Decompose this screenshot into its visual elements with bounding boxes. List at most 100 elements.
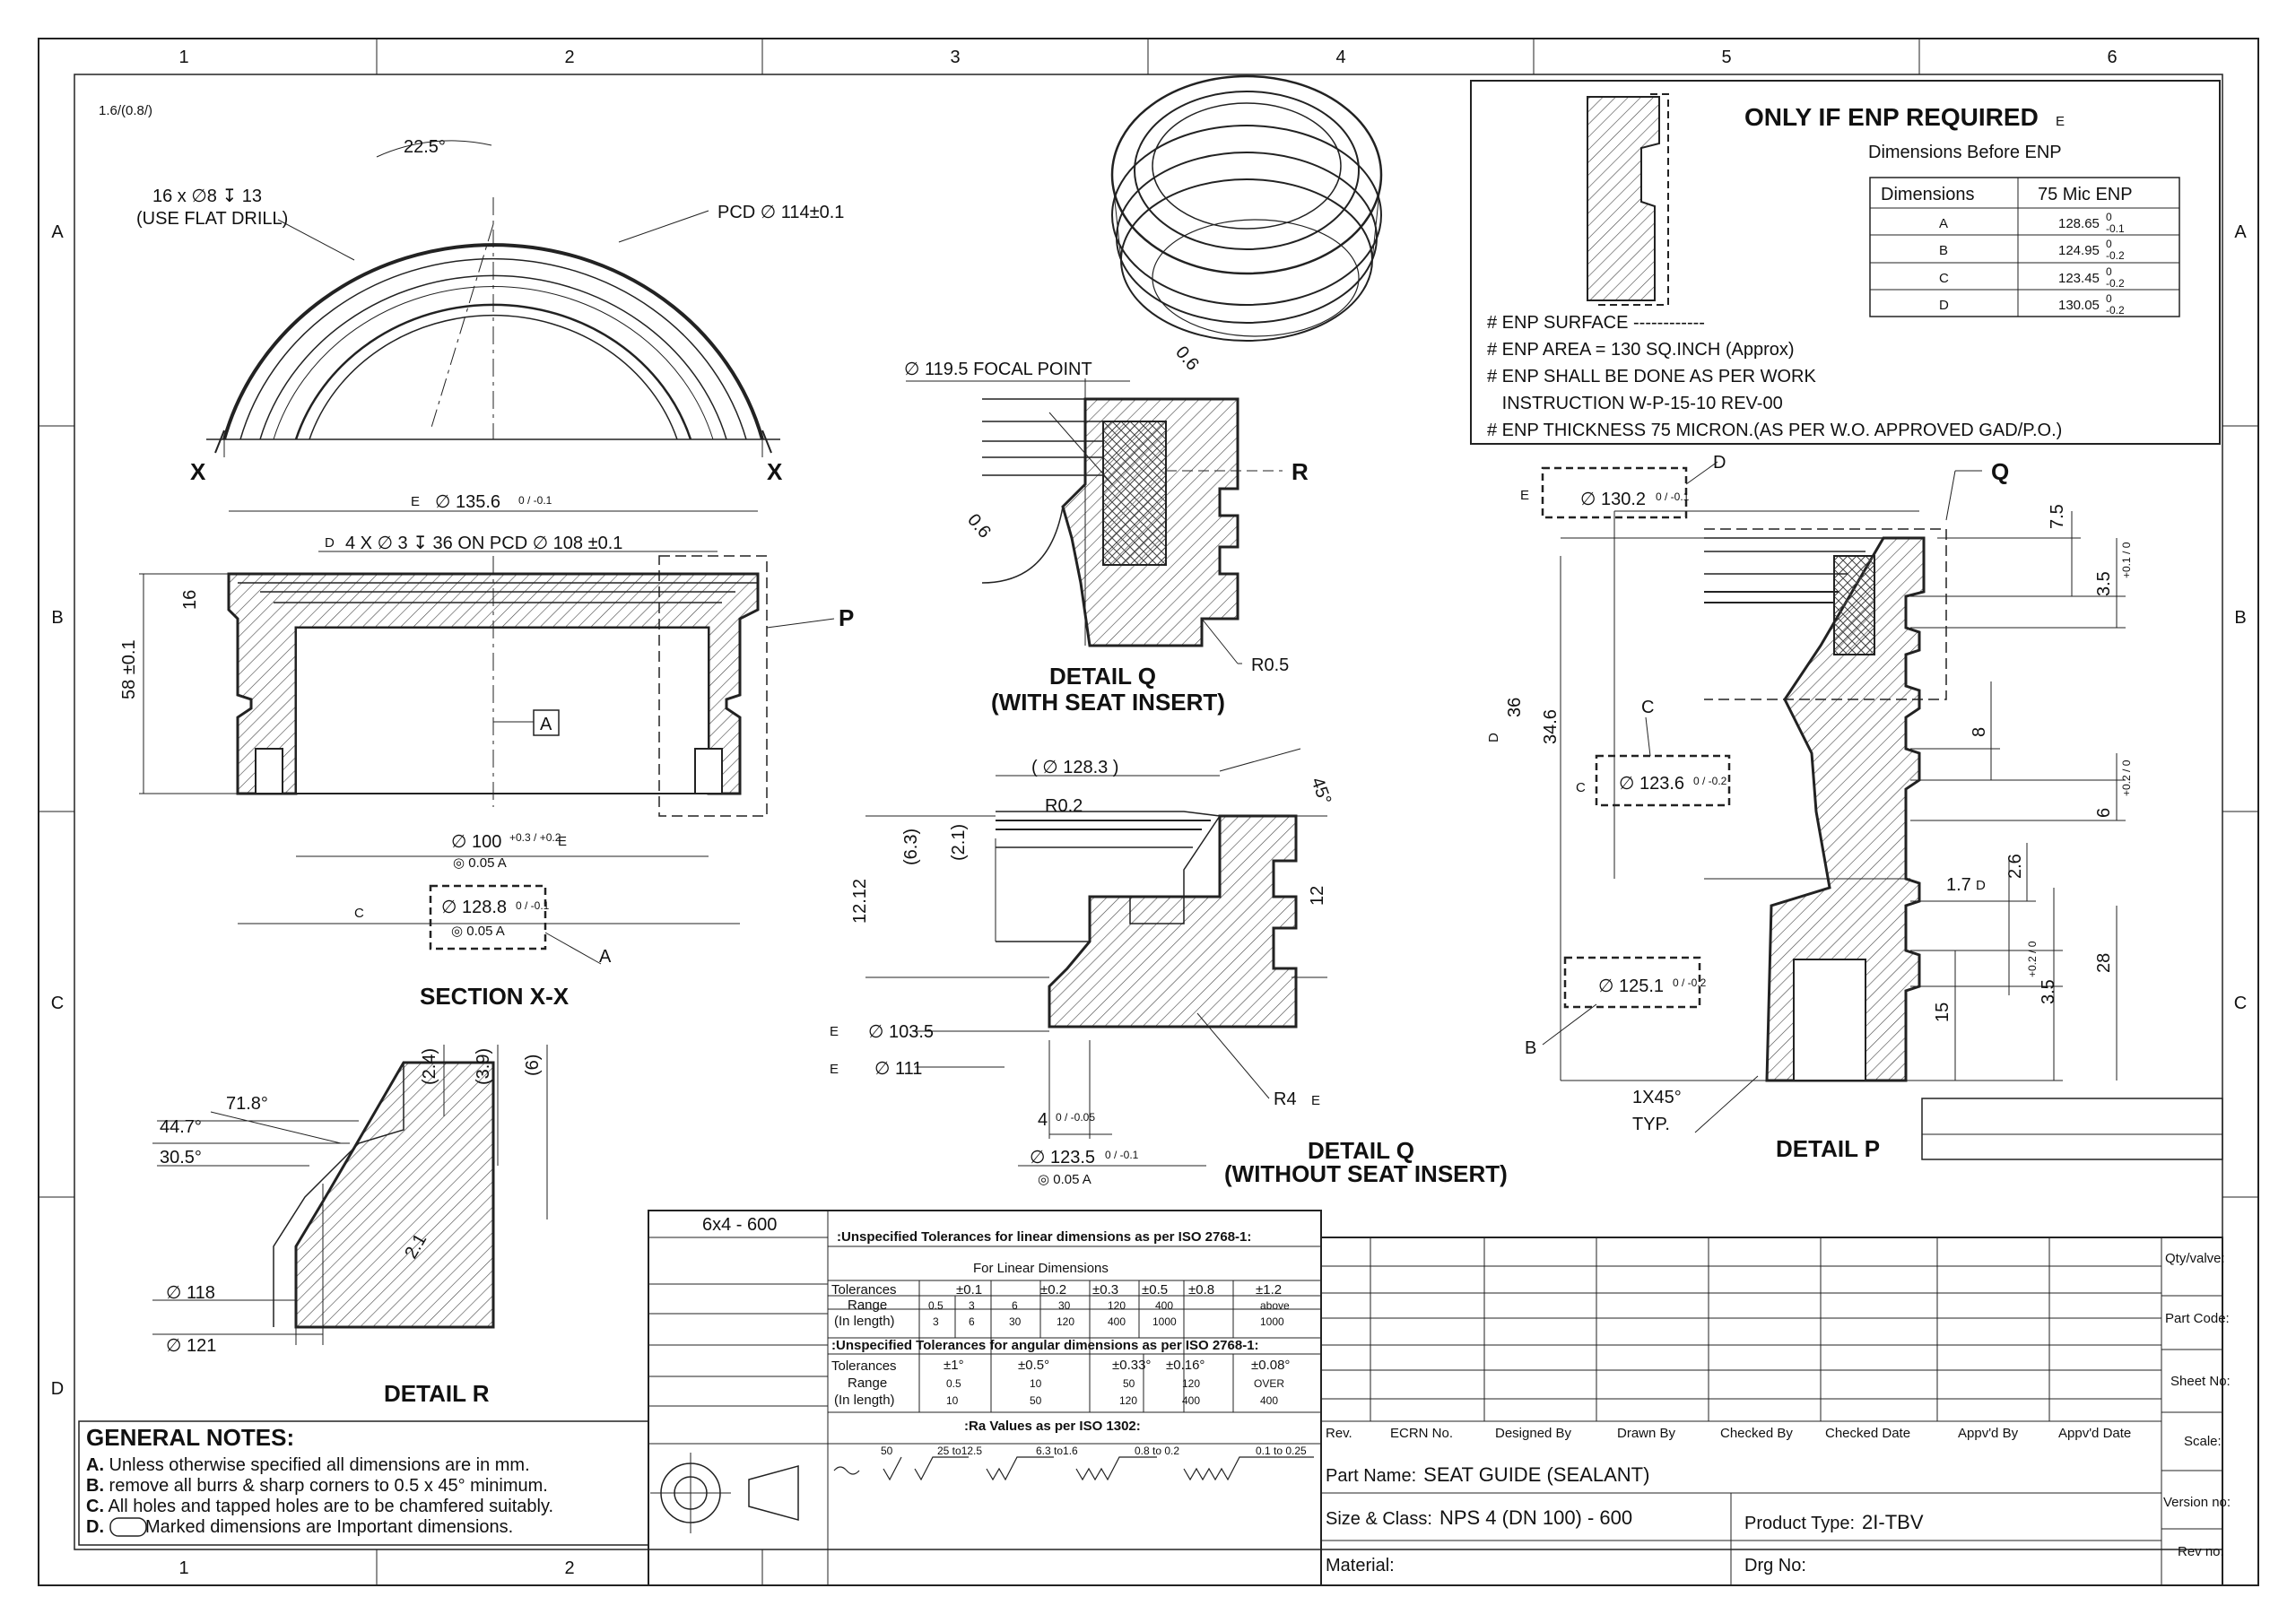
rev-no-label: Rev no: — [2178, 1544, 2224, 1559]
lin-range-a-2: 6 — [1012, 1299, 1018, 1312]
lin-tol-2: ±0.3 — [1092, 1282, 1118, 1298]
focal-point: ∅ 119.5 FOCAL POINT — [904, 360, 1092, 379]
dim-4: 4 — [1038, 1110, 1048, 1130]
zone-row-a: A — [51, 222, 64, 242]
title-block — [1320, 1237, 2223, 1586]
dim-34-6: 34.6 — [1541, 709, 1561, 744]
enp-flag-e: E — [2056, 114, 2065, 129]
angular-title: :Unspecified Tolerances for angular dime… — [831, 1338, 1259, 1353]
lin-range-a-0: 0.5 — [928, 1299, 944, 1312]
dim-3-5-a: 3.5 — [2094, 571, 2114, 596]
ang-range-a-0: 0.5 — [946, 1377, 961, 1390]
iso-view — [1110, 74, 1383, 342]
dim-7-5: 7.5 — [2048, 504, 2067, 529]
ang-range-a-4: OVER — [1254, 1377, 1284, 1390]
rev-head-appvd: Appv'd By — [1958, 1426, 2019, 1441]
dim-3-9: (3.9) — [474, 1048, 493, 1085]
section-mark-x-right: X — [767, 458, 783, 485]
ang-range-a-3: 120 — [1182, 1377, 1200, 1390]
dim-2-4: (2.4) — [420, 1048, 439, 1085]
note-b: B. remove all burrs & sharp corners to 0… — [86, 1476, 548, 1496]
callout-a: A — [599, 947, 612, 967]
enp-row-d-tol-lo: -0.2 — [2106, 304, 2125, 317]
row-tolerances-lin: Tolerances — [831, 1282, 897, 1298]
detail-q-no-insert — [865, 748, 1327, 1167]
section-xx-labels: ∅ 135.6 0 / -0.1 E 4 X ∅ 3 ↧ 36 ON PCD ∅… — [119, 492, 854, 1010]
datum-a-box: A — [540, 715, 552, 734]
dim-0-6-b: 0.6 — [963, 510, 995, 542]
scale-label: Scale: — [2184, 1434, 2222, 1449]
enp-row-d-tol-up: 0 — [2106, 292, 2112, 305]
dim-0-6-a: 0.6 — [1171, 343, 1203, 374]
title-block-labels: Rev. ECRN No. Designed By Drawn By Check… — [1326, 1251, 2231, 1575]
detail-p — [1541, 461, 2126, 1133]
drg-no-label: Drg No: — [1744, 1556, 1806, 1575]
flag-e-100: E — [558, 834, 567, 849]
ra-title: :Ra Values as per ISO 1302: — [964, 1419, 1141, 1434]
note-c: C. All holes and tapped holes are to be … — [86, 1497, 553, 1516]
zone-row-c: C — [51, 994, 64, 1013]
dia-111: ∅ 111 — [874, 1059, 922, 1079]
r-0-2: R0.2 — [1045, 796, 1083, 816]
lin-range-a-5: 400 — [1155, 1299, 1173, 1312]
flag-d-36: D — [1486, 733, 1501, 742]
lin-range-a: 0.5 3 6 30 120 400 above 3 6 30 120 400 … — [928, 1299, 1290, 1328]
dim-36: 36 — [1505, 698, 1525, 717]
dim-3-5-b: 3.5 — [2039, 979, 2058, 1004]
rev-head-checked-date: Checked Date — [1825, 1426, 1910, 1441]
sheet-no-label: Sheet No: — [2170, 1374, 2231, 1389]
enp-row-b-label: B — [1939, 243, 1948, 258]
flag-e-135: E — [411, 494, 420, 509]
general-notes-title: GENERAL NOTES: — [86, 1424, 294, 1451]
dim-3-5-b-tol: +0.2 / 0 — [2026, 941, 2039, 977]
r-4: R4 — [1274, 1089, 1297, 1109]
r-0-5: R0.5 — [1251, 655, 1289, 675]
enp-row-a-tol-lo: -0.1 — [2106, 222, 2125, 235]
zone-col-2-bottom: 2 — [564, 1558, 574, 1578]
detail-p-labels: Q D E ∅ 130.2 0 / -0.1 7.5 3.5 +0.1 / 0 … — [1486, 453, 2133, 1162]
material-label: Material: — [1326, 1556, 1395, 1575]
dim-2-1: (2.1) — [949, 824, 969, 861]
dim-6-p: 6 — [2094, 808, 2114, 818]
dia-123-6: ∅ 123.6 — [1619, 774, 1684, 794]
enp-note-4: INSTRUCTION W-P-15-10 REV-00 — [1487, 394, 1783, 413]
dia-118: ∅ 118 — [166, 1283, 215, 1303]
zone-col-4: 4 — [1335, 48, 1345, 67]
class-label: 6x4 - 600 — [702, 1215, 777, 1235]
ang-range-b-2: 120 — [1119, 1394, 1137, 1407]
ang-tol-2: ±0.33° — [1112, 1358, 1151, 1373]
enp-row-b-tol-lo: -0.2 — [2106, 249, 2125, 262]
ang-range-a-1: 10 — [1030, 1377, 1042, 1390]
detail-r — [152, 1045, 548, 1345]
dia-103-5: ∅ 103.5 — [868, 1022, 934, 1042]
row-tolerances-ang: Tolerances — [831, 1358, 897, 1374]
enp-note-3: # ENP SHALL BE DONE AS PER WORK — [1487, 367, 1816, 386]
dia-123-5-tol: 0 / -0.1 — [1105, 1149, 1139, 1161]
flag-e-103: E — [830, 1024, 839, 1039]
important-dim-marker — [109, 1517, 147, 1537]
zone-col-1: 1 — [178, 48, 188, 67]
lin-range-b-4: 400 — [1108, 1315, 1126, 1328]
detail-p-title: DETAIL P — [1776, 1135, 1880, 1162]
ang-tol-0: ±1° — [944, 1358, 964, 1373]
dia-128-8: ∅ 128.8 — [441, 898, 507, 917]
flag-e-r4: E — [1311, 1093, 1320, 1108]
dia-125-1: ∅ 125.1 — [1598, 976, 1664, 996]
ang-range-b-4: 400 — [1260, 1394, 1278, 1407]
dia-130-2: ∅ 130.2 — [1580, 490, 1646, 509]
lin-range-a-6: above — [1260, 1299, 1290, 1312]
angle-44-7: 44.7° — [160, 1117, 202, 1137]
rev-head-ecrn: ECRN No. — [1390, 1426, 1453, 1441]
lin-range-b-5: 1000 — [1152, 1315, 1177, 1328]
ang-range-a-2: 50 — [1123, 1377, 1135, 1390]
enp-note-1: # ENP SURFACE ------------ — [1487, 313, 1705, 333]
ra-value-1: 25 to12.5 — [937, 1445, 982, 1457]
enp-row-a-label: A — [1939, 216, 1948, 231]
dim-15: 15 — [1933, 1002, 1952, 1022]
lin-range-b-0: 3 — [933, 1315, 939, 1328]
dia-100-tol: +0.3 / +0.2 — [509, 831, 561, 844]
zone-row-a-right: A — [2234, 222, 2247, 242]
linear-sub: For Linear Dimensions — [973, 1261, 1109, 1276]
enp-note-5: # ENP THICKNESS 75 MICRON.(AS PER W.O. A… — [1487, 421, 2062, 440]
section-mark-x-left: X — [190, 458, 206, 485]
